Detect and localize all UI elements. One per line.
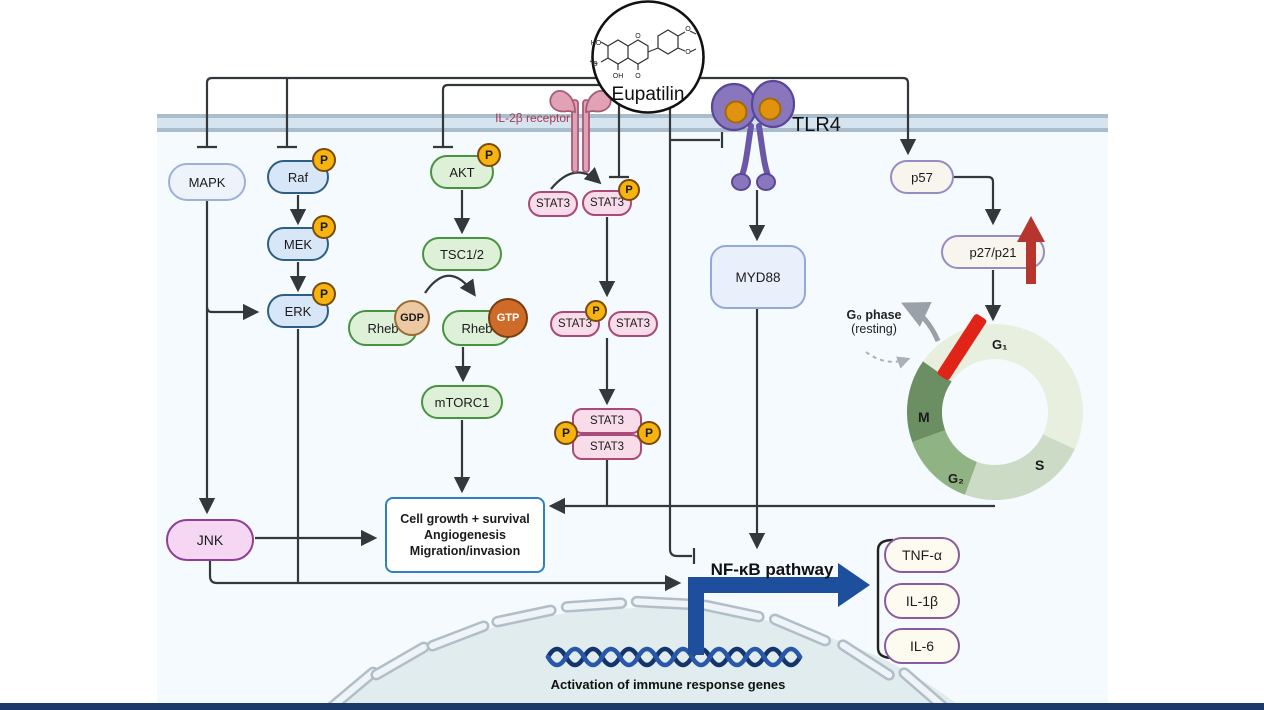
outcome-box: Cell growth + survival Angiogenesis Migr… — [385, 497, 545, 573]
stat3-mid-phospho-badge: P — [585, 300, 607, 322]
nuclear-envelope-dashes — [325, 595, 952, 710]
phase-label-m: M — [918, 409, 930, 425]
gdp-badge: GDP — [394, 300, 430, 336]
struct-oh-label: OH — [613, 73, 624, 80]
cytokine-il6: IL-6 — [884, 628, 960, 664]
g0-exit-arrow — [901, 302, 941, 343]
dna-helix — [545, 646, 803, 668]
cycle-block-bar — [937, 314, 987, 380]
g0-title: G₀ phase — [846, 308, 902, 322]
node-mapk: MAPK — [168, 163, 246, 201]
g0-phase-label: G₀ phase (resting) — [826, 308, 922, 336]
tlr4-label: TLR4 — [792, 114, 841, 136]
stat3-node-left: STAT3 — [528, 191, 578, 217]
struct-och3-top-label: O — [685, 26, 691, 33]
phase-label-s: S — [1035, 457, 1045, 473]
akt-phospho-badge: P — [477, 143, 501, 167]
node-p57: p57 — [890, 160, 954, 194]
cytokine-bracket — [876, 538, 894, 660]
node-p27-p21: p27/p21 — [941, 235, 1045, 269]
erk-phospho-badge: P — [312, 282, 336, 306]
tlr4-receptor — [710, 79, 796, 191]
struct-ring-o-label: O — [635, 33, 641, 40]
il2b-receptor-label: IL-2β receptor — [495, 111, 570, 125]
node-myd88: MYD88 — [710, 245, 806, 309]
outcome-line-3: Migration/invasion — [409, 544, 521, 559]
phase-arc-g2 — [912, 429, 978, 495]
struct-och3-left-label: O — [592, 61, 598, 68]
eupatilin-compound: HO O OH O O O O Eupatilin — [589, 0, 705, 114]
node-mtorc1: mTORC1 — [421, 385, 503, 419]
cytokine-il1b: IL-1β — [884, 583, 960, 619]
il2b-receptor — [549, 90, 612, 173]
node-raf: Raf — [267, 160, 329, 194]
stat3-node-mid-right: STAT3 — [608, 311, 658, 337]
stat3-phospho-badge: P — [618, 179, 640, 201]
gene-activation-caption: Activation of immune response genes — [550, 677, 786, 692]
stat3-node-right: STAT3 — [582, 190, 632, 216]
stat3-dimer-top: STAT3 — [572, 408, 642, 434]
phase-arc-s — [964, 433, 1075, 500]
dimer-phospho-badge-left: P — [554, 421, 578, 445]
compound-name: Eupatilin — [612, 84, 685, 105]
node-jnk: JNK — [166, 519, 254, 561]
stat3-dimer-bottom: STAT3 — [572, 434, 642, 460]
gtp-badge: GTP — [488, 298, 528, 338]
struct-och3-bottom-label: O — [685, 49, 691, 56]
cell-membrane — [157, 114, 1108, 132]
connector-lines — [197, 76, 1002, 592]
phase-label-g1: G₁ — [992, 337, 1008, 352]
nfkb-arrow — [688, 563, 870, 655]
nfkb-pathway-label: NF-κB pathway — [710, 560, 834, 579]
phase-label-g2: G₂ — [948, 471, 964, 486]
outcome-line-2: Angiogenesis — [424, 527, 506, 542]
g0-subtitle: (resting) — [851, 322, 897, 336]
g0-return-arrow — [865, 351, 911, 369]
node-tsc12: TSC1/2 — [422, 237, 502, 271]
struct-carbonyl-o-label: O — [635, 73, 641, 80]
raf-phospho-badge: P — [312, 148, 336, 172]
struct-ho-label: HO — [591, 40, 602, 47]
outcome-line-1: Cell growth + survival — [400, 511, 530, 526]
bottom-bar — [0, 703, 1264, 710]
dimer-phospho-badge-right: P — [637, 421, 661, 445]
phase-arc-m — [907, 361, 953, 443]
stat3-node-mid-left: STAT3 — [550, 311, 600, 337]
mek-phospho-badge: P — [312, 215, 336, 239]
cytokine-tnf: TNF-α — [884, 537, 960, 573]
